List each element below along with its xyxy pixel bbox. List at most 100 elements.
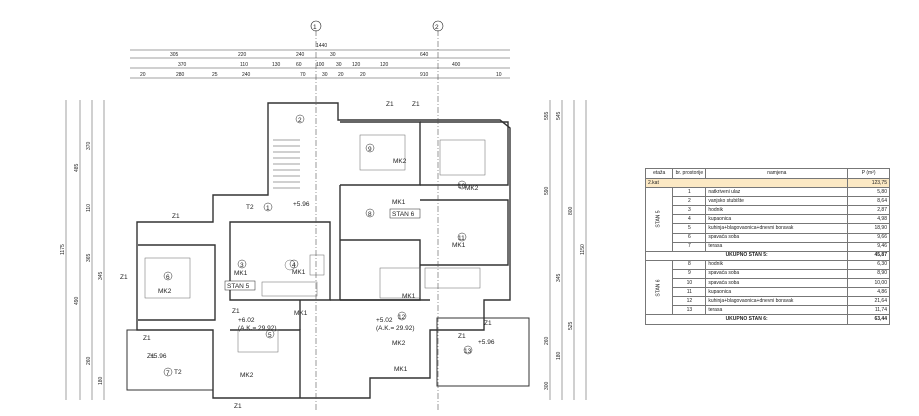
group-label-stan-5: STAN 5 [644,187,674,252]
walls [136,102,511,399]
room-name: kuhinja+blagovaonica+dnevni boravak [705,296,849,307]
floor-row: 2.kat 123,75 [644,177,890,189]
dim-top-r4: 30 [322,72,328,78]
table-row: STAN 6 8 hodnik 6,30 [644,259,890,316]
dim-top-r3: 120 [352,62,361,68]
table-row: 7 terasa 9,46 [646,241,890,252]
room-num: 8 [672,259,707,270]
dim-top-r4: 25 [212,72,218,78]
room-num: 11 [672,287,707,298]
table-row: 12 kuhinja+blagovaonica+dnevni boravak 2… [646,296,890,307]
dim-top-r3: 60 [296,62,302,68]
dims-top: 1440 305 220 240 30 640 370 110 130 60 1… [130,43,510,79]
room-num: 12 [672,296,707,307]
room-area: 2,87 [847,205,890,216]
table-row: 10 spavaća soba 10,00 [646,278,890,289]
room-area: 6,30 [847,259,890,270]
room-number: 1 [266,205,270,212]
room-name: hodnik [705,205,849,216]
dim-top-total: 1440 [316,43,327,49]
floor-label: 2.kat [644,177,849,189]
dim-left: 485 [74,163,80,172]
room-name: kuhinja+blagovaonica+dnevni boravak [705,223,849,234]
room-area: 9,46 [847,241,890,252]
level-marker: +5.96 [293,201,310,208]
stairs [273,139,300,189]
room-num: 7 [672,241,707,252]
terraces [126,317,530,391]
room-number: 5 [268,332,272,339]
dims-left: 1175 485 370 110 490 365 345 260 180 [60,100,105,400]
room-number: 7 [166,370,170,377]
table-row: 2 vanjsko stubište 8,64 [646,196,890,207]
room-number: 8 [368,211,372,218]
zone-label: Z1 [147,353,155,360]
material-code: MK1 [394,366,408,373]
col-header-room-no: br. prostorije [672,168,707,179]
room-name: spavaća soba [705,232,849,243]
dim-right: 300 [544,381,550,390]
subtotal-row: UKUPNO STAN 5: 45,87 [644,250,890,261]
subtotal-value: 63,44 [847,314,890,325]
dim-left: 110 [86,204,92,212]
room-area: 10,00 [847,278,890,289]
room-numbers: 1 2 3 4 5 6 7 8 9 10 11 12 13 [163,114,473,377]
room-area: 4,86 [847,287,890,298]
room-area-table: etaža br. prostorije namjena P (m²) 2.ka… [644,168,890,325]
table-row: 13 terasa 11,74 [646,305,890,316]
room-num: 10 [672,278,707,289]
zone-label-t2: T2 [174,369,182,376]
room-name: natkriveni ulaz [705,187,849,198]
room-num: 3 [672,205,707,216]
level-marker: +6.02 [238,317,255,324]
dim-top-r4: 20 [360,72,366,78]
dim-top-r4: 20 [140,72,146,78]
room-num: 2 [672,196,707,207]
section-mark-2: 2 [435,24,439,31]
room-name: vanjsko stubište [705,196,849,207]
dim-top-r2: 240 [296,52,305,58]
dim-top-r3: 30 [336,62,342,68]
level-marker: +5.02 [376,317,393,324]
dim-right: 1150 [580,244,586,255]
zone-label: Z1 [172,213,180,220]
table-header-row: etaža br. prostorije namjena P (m²) [644,168,890,179]
room-number: 3 [240,262,244,269]
room-area: 8,90 [847,268,890,280]
room-name: kupaonica [705,287,849,298]
room-num: 9 [672,268,707,280]
room-name: terasa [705,241,849,252]
dim-left: 1175 [60,244,66,255]
table-row: 11 kupaonica 4,86 [646,287,890,298]
room-number: 2 [298,117,302,124]
apartment-tag-5: STAN 5 [227,283,250,290]
col-header-floor: etaža [644,168,674,179]
dim-left: 370 [86,141,92,150]
dim-left: 345 [98,271,104,280]
material-code: MK2 [392,340,406,347]
floor-area: 123,75 [847,177,890,189]
material-code: MK1 [292,269,306,276]
room-number: 13 [464,348,472,355]
material-code: MK1 [452,242,466,249]
room-area: 18,90 [847,223,890,234]
table-row: 3 hodnik 2,87 [646,205,890,216]
room-area: 8,64 [847,196,890,207]
zone-label: Z1 [143,335,151,342]
apartment-tag-6: STAN 6 [392,211,415,218]
dim-left: 180 [98,376,104,385]
room-number: 10 [458,183,466,190]
room-num: 1 [672,187,707,198]
dim-right: 260 [544,336,550,345]
material-code: MK2 [240,372,254,379]
room-area: 11,74 [847,305,890,316]
subtotal-label: UKUPNO STAN 6: [644,314,849,325]
dim-top-r4: 910 [420,72,429,78]
room-num: 13 [672,305,707,316]
zone-label-t2: T2 [246,204,254,211]
dim-top-r4: 10 [496,72,502,78]
subtotal-label: UKUPNO STAN 5: [644,250,849,261]
dim-top-r4: 280 [176,72,185,78]
dim-top-r4: 70 [300,72,306,78]
zone-label: Z1 [412,101,420,108]
